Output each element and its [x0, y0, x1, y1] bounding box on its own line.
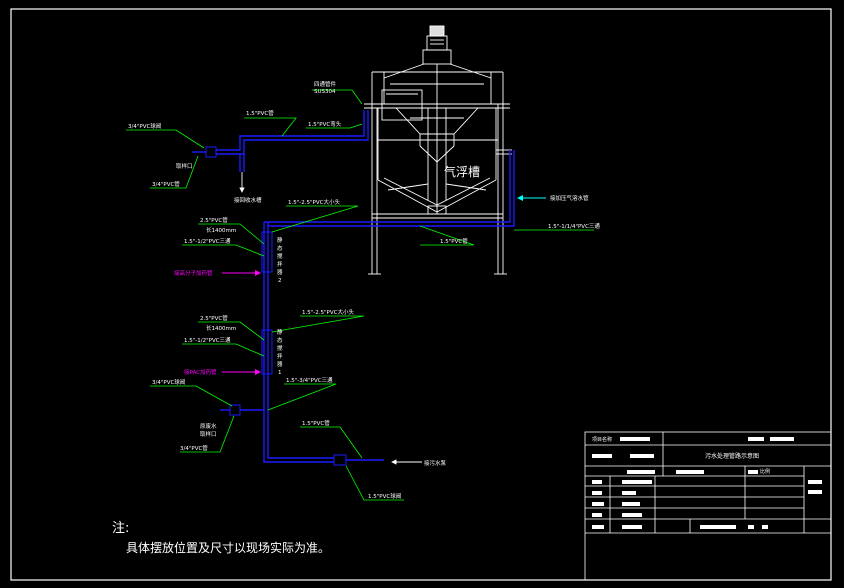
mixer-2-char: 搅	[277, 252, 283, 260]
sampling-lower-label-2: 取样口	[200, 430, 217, 438]
drawing-title: 污水处理管路示意图	[705, 452, 759, 460]
polymer-dosing-label: 接高分子加药管	[174, 269, 213, 277]
mixer-1-char: 1	[278, 370, 282, 376]
fitting-top-label: 四通管件	[314, 80, 337, 88]
float-tank-label: 气浮槽	[444, 164, 480, 179]
pipe-top-label: 1.5"PVC管	[246, 109, 274, 117]
valve-inlet-label: 1.5"PVC球阀	[368, 492, 401, 500]
project-label: 项目名称	[592, 436, 612, 443]
mixer-1-char: 搅	[277, 344, 283, 352]
drawing-border	[10, 8, 832, 581]
notes-title: 注:	[112, 521, 129, 536]
mixer-2-char: 静	[277, 236, 283, 244]
pipe-34-lower-label: 3/4"PVC管	[180, 444, 208, 452]
fitting-top-sub-label: SUS304	[314, 89, 336, 95]
mixer-2-char: 拌	[277, 260, 283, 268]
tee-lower-label: 1.5"-1/2"PVC三通	[184, 336, 231, 344]
pipe-25-upper-label: 2.5"PVC管	[200, 216, 228, 224]
to-collection-label: 接回收水槽	[234, 196, 262, 204]
length-lower-label: 长1400mm	[206, 324, 236, 332]
title-block-fill-bars	[592, 437, 822, 529]
dosing-arrows	[222, 195, 546, 375]
pac-dosing-label: 接PAC加药管	[184, 368, 217, 376]
reducer-upper-label: 1.5"-2.5"PVC大小头	[288, 198, 340, 206]
sampling-lower-label-1: 原废水	[200, 422, 217, 430]
mixer-1-char: 器	[277, 361, 283, 368]
mixer-2-char: 2	[278, 278, 282, 284]
length-upper-label: 长1400mm	[206, 226, 236, 234]
tee-right-label: 1.5"-1/1/4"PVC三通	[548, 222, 600, 230]
title-block	[584, 431, 832, 581]
reducer-lower-label: 1.5"-2.5"PVC大小头	[302, 308, 354, 316]
tee-34-label: 1.5"-3/4"PVC三通	[286, 376, 333, 384]
mixer-1-char: 静	[277, 328, 283, 336]
pipe-25-lower-label: 2.5"PVC管	[200, 314, 228, 322]
scale-label: 比例	[760, 468, 770, 475]
pipe-15-lower-label: 1.5"PVC管	[302, 419, 330, 427]
valve-upper-label: 3/4"PVC球阀	[128, 122, 161, 130]
pipe-to-float-label: 1.5"PVC弯头	[308, 120, 342, 128]
flow-arrows	[239, 172, 422, 465]
inlet-label: 接污水泵	[424, 459, 447, 467]
pressurized-water-label: 接加压气溶水管	[550, 194, 589, 202]
flotation-tank: 气浮槽	[364, 25, 512, 275]
valve-lower-label: 3/4"PVC球阀	[152, 378, 185, 386]
pipe-bottom-mid-label: 1.5"PVC管	[440, 237, 468, 245]
callout-labels: 四通管件 SUS304 1.5"PVC管 1.5"PVC弯头 3/4"PVC球阀…	[128, 80, 600, 500]
mixer-1-char: 拌	[277, 352, 283, 360]
mixer-1-char: 态	[277, 336, 283, 344]
pipe-34-upper-label: 3/4"PVC管	[152, 180, 180, 188]
notes-body: 具体摆放位置及尺寸以现场实际为准。	[126, 540, 330, 555]
process-piping	[192, 110, 515, 466]
mixer-2-label: 静 态 搅 拌 器 2	[277, 236, 283, 284]
sampling-port-upper-label: 取样口	[176, 162, 193, 170]
leader-lines	[126, 89, 594, 501]
mixer-2-char: 态	[277, 244, 283, 252]
tee-upper-label: 1.5"-1/2"PVC三通	[184, 237, 231, 245]
mixer-2-char: 器	[277, 269, 283, 276]
mixer-1-label: 静 态 搅 拌 器 1	[277, 328, 283, 376]
